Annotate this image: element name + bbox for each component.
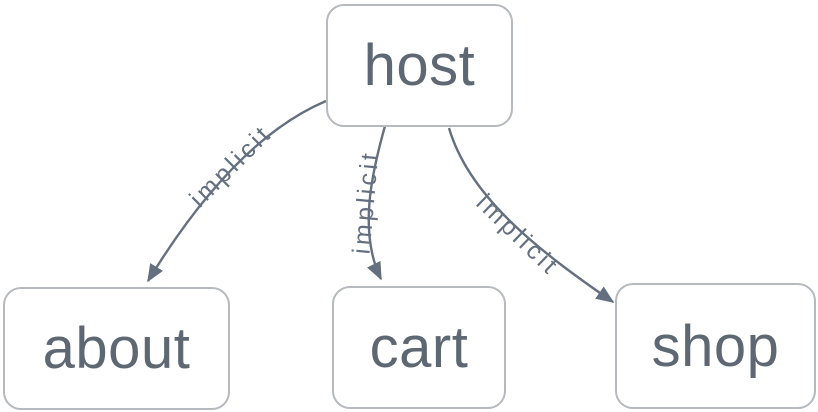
edge-label-host-shop: implicit [471,189,566,282]
edge-label-host-about: implicit [184,119,278,213]
edge-label-host-cart: implicit [348,149,385,255]
graph-node-cart[interactable]: cart [332,286,506,409]
graph-node-host[interactable]: host [326,4,513,127]
graph-node-about[interactable]: about [3,287,230,410]
edge-host-shop[interactable] [447,127,615,303]
node-label: about [42,316,191,381]
edge-host-cart[interactable] [367,125,387,281]
node-label: host [363,33,476,98]
edge-host-about[interactable] [146,99,327,283]
graph-node-shop[interactable]: shop [615,283,816,409]
node-label: cart [369,315,469,380]
node-label: shop [651,313,780,379]
